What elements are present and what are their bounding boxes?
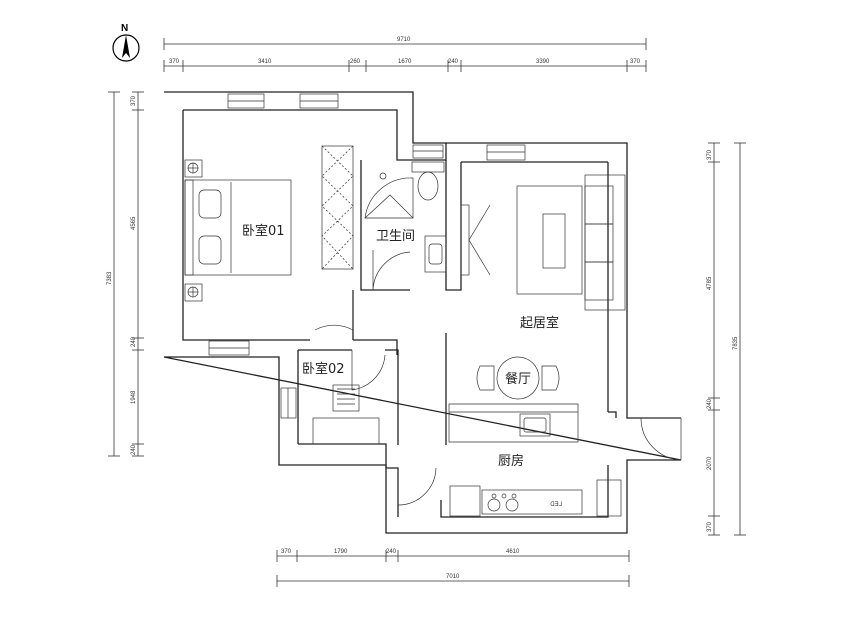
- room-label-dining: 餐厅: [505, 371, 531, 387]
- dim-left-seg-5: 240: [131, 444, 137, 455]
- door-entry: [397, 467, 437, 506]
- dim-left-seg-2: 4565: [131, 216, 137, 230]
- door-bathroom: [372, 250, 411, 291]
- dim-bottom-total: 7010: [446, 574, 460, 580]
- toilet-bowl: [417, 171, 439, 201]
- tv-cabinet: [460, 204, 470, 276]
- dim-top-seg-3: 260: [350, 59, 361, 65]
- room-label-bedroom2: 卧室02: [302, 361, 345, 377]
- kitchen-fixtures: LED 厨房: [448, 403, 622, 517]
- cooktop-burner-2: [505, 498, 519, 512]
- dim-bottom-seg-1: 370: [281, 549, 292, 555]
- left-dimensions: 7383 370 4565 240 1948 240: [107, 91, 144, 457]
- north-label: N: [121, 23, 128, 34]
- windows: [208, 93, 526, 419]
- bottom-dimensions: 370 1790 240 4610 7010: [276, 549, 630, 587]
- bedroom1-furniture: 卧室01: [184, 145, 354, 302]
- pillow-2: [198, 235, 222, 265]
- room-label-bathroom: 卫生间: [376, 229, 415, 244]
- dim-top-seg-6: 3390: [536, 59, 550, 65]
- room-label-living: 起居室: [520, 315, 559, 331]
- vanity-sink: [424, 235, 447, 273]
- dim-right-seg-2: 4785: [707, 276, 713, 290]
- doors: [314, 250, 682, 506]
- dining-chair-1: [476, 365, 495, 391]
- rug: [516, 185, 583, 295]
- toilet-tank: [411, 161, 445, 173]
- dim-left-seg-3: 240: [131, 336, 137, 347]
- dim-bottom-seg-4: 4610: [506, 549, 520, 555]
- dim-right-seg-3: 240: [707, 398, 713, 409]
- dim-right-seg-1: 370: [707, 149, 713, 160]
- north-arrow-icon: [122, 35, 130, 58]
- dim-left-total: 7383: [107, 271, 113, 285]
- kitchen-sink: [519, 413, 551, 437]
- dim-top-seg-1: 370: [169, 59, 180, 65]
- top-dimensions: 9710 370 3410 260 1670 240 3390 370: [163, 37, 647, 72]
- dining-furniture: 餐厅: [476, 356, 560, 400]
- north-compass: N: [112, 23, 140, 62]
- dim-left-seg-1: 370: [131, 95, 137, 106]
- room-label-bedroom1: 卧室01: [242, 223, 285, 239]
- dim-top-seg-4: 1670: [398, 59, 412, 65]
- shower-head-icon: [379, 172, 387, 180]
- shower-enclosure: [364, 177, 414, 219]
- window-bathroom: [412, 144, 444, 159]
- room-label-kitchen: 厨房: [498, 453, 524, 469]
- dim-top-seg-7: 370: [630, 59, 641, 65]
- bedroom2-furniture: 卧室02: [302, 361, 380, 445]
- dining-table: [496, 356, 540, 400]
- nightstand-2: [184, 283, 203, 302]
- dim-left-seg-4: 1948: [131, 390, 137, 404]
- dim-right-seg-5: 370: [707, 521, 713, 532]
- walls: [163, 91, 682, 534]
- bathroom-fixtures: 卫生间: [364, 161, 447, 273]
- dim-top-seg-5: 240: [448, 59, 459, 65]
- door-bedroom2: [351, 350, 386, 391]
- dim-top-total: 9710: [397, 37, 411, 43]
- coffee-table: [542, 213, 566, 269]
- window-bedroom2: [280, 387, 297, 419]
- dim-bottom-seg-2: 1790: [334, 549, 348, 555]
- cabinet: [596, 479, 622, 517]
- dim-bottom-seg-3: 240: [386, 549, 397, 555]
- kitchen-island: [448, 403, 579, 443]
- desk: [312, 417, 380, 445]
- living-furniture: 起居室: [460, 174, 626, 331]
- door-balcony: [640, 417, 682, 461]
- fridge: [449, 485, 481, 517]
- nightstand-1: [184, 159, 203, 178]
- sofa: [584, 174, 626, 311]
- window-living: [486, 144, 526, 161]
- door-bedroom1: [314, 290, 354, 331]
- kitchen-counter: [481, 489, 583, 515]
- dim-right-total: 7835: [733, 336, 739, 350]
- wardrobe: [321, 145, 354, 270]
- dining-chair-2: [541, 365, 560, 391]
- pillow-1: [198, 189, 222, 219]
- desk-chair: [332, 384, 360, 412]
- cooktop-burner-1: [487, 498, 501, 512]
- dim-top-seg-2: 3410: [258, 59, 272, 65]
- appliance-led-label: LED: [550, 502, 562, 508]
- dim-right-seg-4: 2070: [707, 456, 713, 470]
- right-dimensions: 370 4785 240 2070 370 7835: [707, 142, 746, 536]
